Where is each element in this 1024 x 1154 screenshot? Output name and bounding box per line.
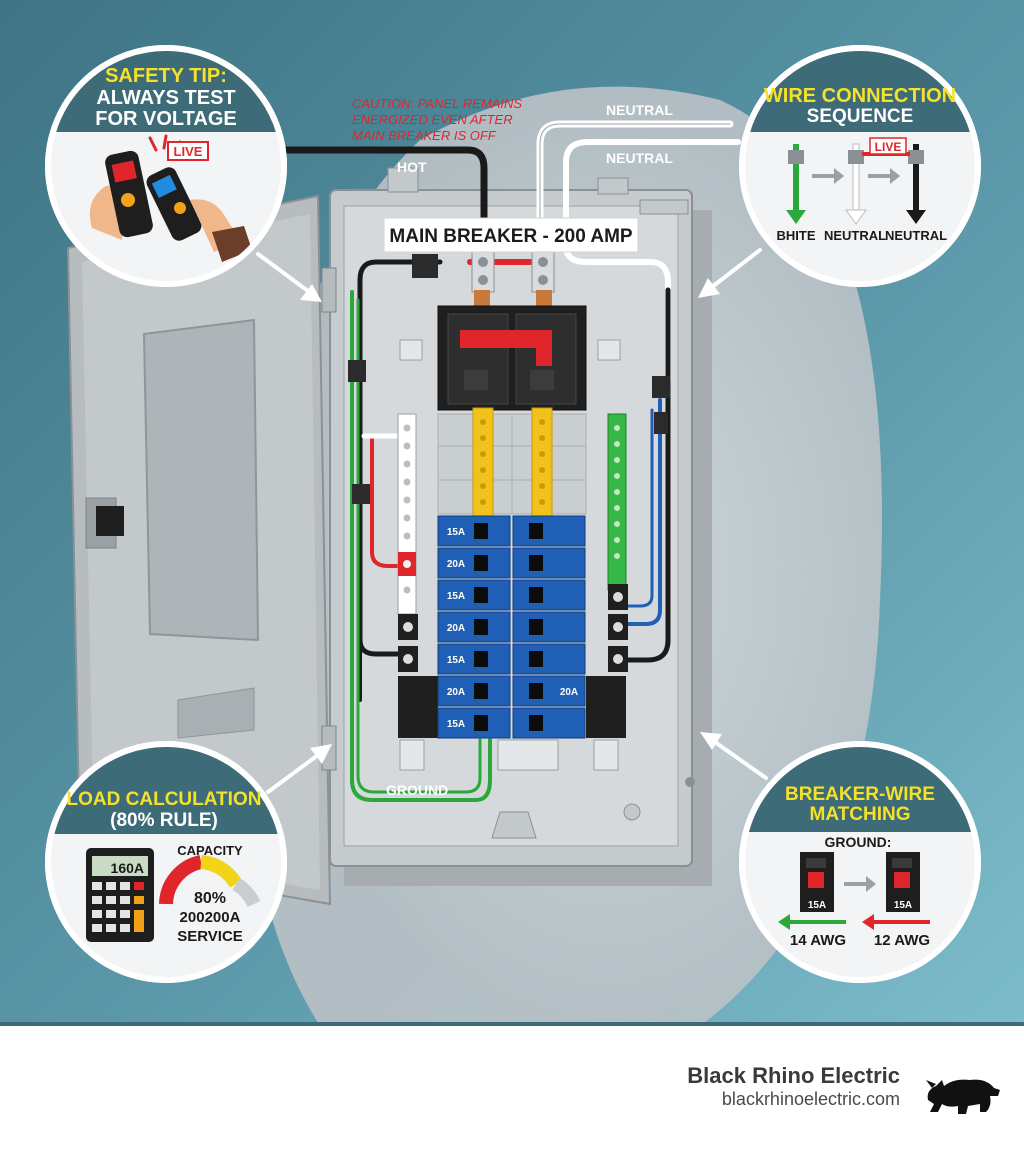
ground-colon-label: GROUND: [825, 834, 892, 850]
safety-tip-title-1: SAFETY TIP: [105, 65, 227, 87]
wire-label-3: NEUTRAL [885, 228, 947, 243]
service-line-1: 200200A [180, 909, 241, 926]
matching-title-1: BREAKER-WIRE [785, 784, 935, 805]
wire-gauge-12: 12 AWG [874, 932, 930, 949]
branch-breakers: 15A 20A 15A 20A 15A 20A 20A 15A [437, 515, 586, 739]
load-calc-title-1: LOAD CALCULATION [67, 789, 262, 810]
company-name: Black Rhino Electric [687, 1063, 900, 1088]
panel-diagram: 15A 20A 15A 20A 15A 20A 20A 15A CAUTION: PANEL … [0, 0, 1024, 1026]
service-line-2: SERVICE [177, 928, 243, 945]
breaker-r-3 [512, 579, 586, 611]
caution-line-1: CAUTION: PANEL REMAINS [352, 96, 522, 111]
breaker-label-l-2: 20A [447, 559, 465, 570]
breaker-handle-l-3 [474, 587, 488, 603]
caution-line-2: ENERGIZED EVEN AFTER [352, 112, 513, 127]
breaker-handle-r-6 [529, 683, 543, 699]
neutral-label-2: NEUTRAL [606, 150, 673, 166]
breaker-handle-l-7 [474, 715, 488, 731]
breaker-handle-l-1 [474, 523, 488, 539]
breaker-r-7 [512, 707, 586, 739]
panel-door [66, 194, 332, 906]
matching-title-2: MATCHING [810, 804, 911, 825]
safety-tip-title-2: ALWAYS TEST [96, 87, 235, 109]
caution-line-3: MAIN BREAKER IS OFF [352, 128, 497, 143]
neutral-label-1: NEUTRAL [606, 102, 673, 118]
callout-wire-connection: WIRE CONNECTION SEQUENCE LIVE BHITE NEUT… [739, 45, 981, 287]
breaker-handle-r-5 [529, 651, 543, 667]
hot-label: HOT [397, 159, 427, 175]
wire-label-2: NEUTRAL [824, 228, 886, 243]
wire-label-1: BHITE [777, 228, 816, 243]
wire-connection-title-1: WIRE CONNECTION [764, 85, 956, 107]
match-breaker-label-2: 15A [894, 900, 912, 911]
title-banner [383, 217, 639, 253]
breaker-label-l-3: 15A [447, 591, 465, 602]
breaker-r-5 [512, 643, 586, 675]
callout-arrows [256, 248, 768, 794]
match-breaker-label-1: 15A [808, 900, 826, 911]
service-wires [282, 120, 741, 802]
calculator-display: 160A [111, 860, 144, 876]
breaker-handle-r-4 [529, 619, 543, 635]
breaker-r-2 [512, 547, 586, 579]
breaker-label-l-5: 15A [447, 655, 465, 666]
callout-breaker-wire-matching: BREAKER-WIRE MATCHING GROUND: 15A 15A 14… [739, 741, 981, 983]
breaker-l-3 [437, 579, 511, 611]
callout-load-calculation: LOAD CALCULATION (80% RULE) 160A CAPACIT… [45, 741, 287, 983]
main-breaker [437, 251, 587, 411]
breaker-handle-l-2 [474, 555, 488, 571]
breaker-r-6 [512, 675, 586, 707]
ground-label: GROUND [386, 782, 448, 798]
wire-connection-title-2: SEQUENCE [807, 106, 914, 127]
load-calc-title-2: (80% RULE) [110, 810, 218, 831]
breaker-r-4 [512, 611, 586, 643]
gauge-value: 80% [194, 890, 226, 907]
breaker-handle-r-2 [529, 555, 543, 571]
breaker-label-r-6: 20A [560, 687, 578, 698]
breaker-r-1 [512, 515, 586, 547]
breaker-label-l-4: 20A [447, 623, 465, 634]
rhino-logo-icon [926, 1079, 1000, 1114]
breaker-handle-r-1 [529, 523, 543, 539]
wire-gauge-14: 14 AWG [790, 932, 846, 949]
breaker-handle-r-3 [529, 587, 543, 603]
breaker-handle-l-6 [474, 683, 488, 699]
breaker-handle-r-7 [529, 715, 543, 731]
breaker-label-l-1: 15A [447, 527, 465, 538]
bus-bars [397, 407, 628, 738]
company-url[interactable]: blackrhinoelectric.com [721, 1089, 900, 1109]
safety-tip-title-3: FOR VOLTAGE [95, 108, 236, 130]
breaker-handle-l-5 [474, 651, 488, 667]
capacity-label: CAPACITY [177, 843, 243, 858]
footer: Black Rhino Electric blackrhinoelectric.… [0, 1026, 1024, 1154]
callout-safety-tip: SAFETY TIP: ALWAYS TEST FOR VOLTAGE LIVE [45, 45, 287, 287]
breaker-handle-l-4 [474, 619, 488, 635]
safety-live-badge: LIVE [174, 144, 203, 159]
wire-live-badge: LIVE [875, 140, 902, 154]
breaker-label-l-7: 15A [447, 719, 465, 730]
main-title: MAIN BREAKER - 200 AMP [389, 226, 632, 247]
breaker-label-l-6: 20A [447, 687, 465, 698]
